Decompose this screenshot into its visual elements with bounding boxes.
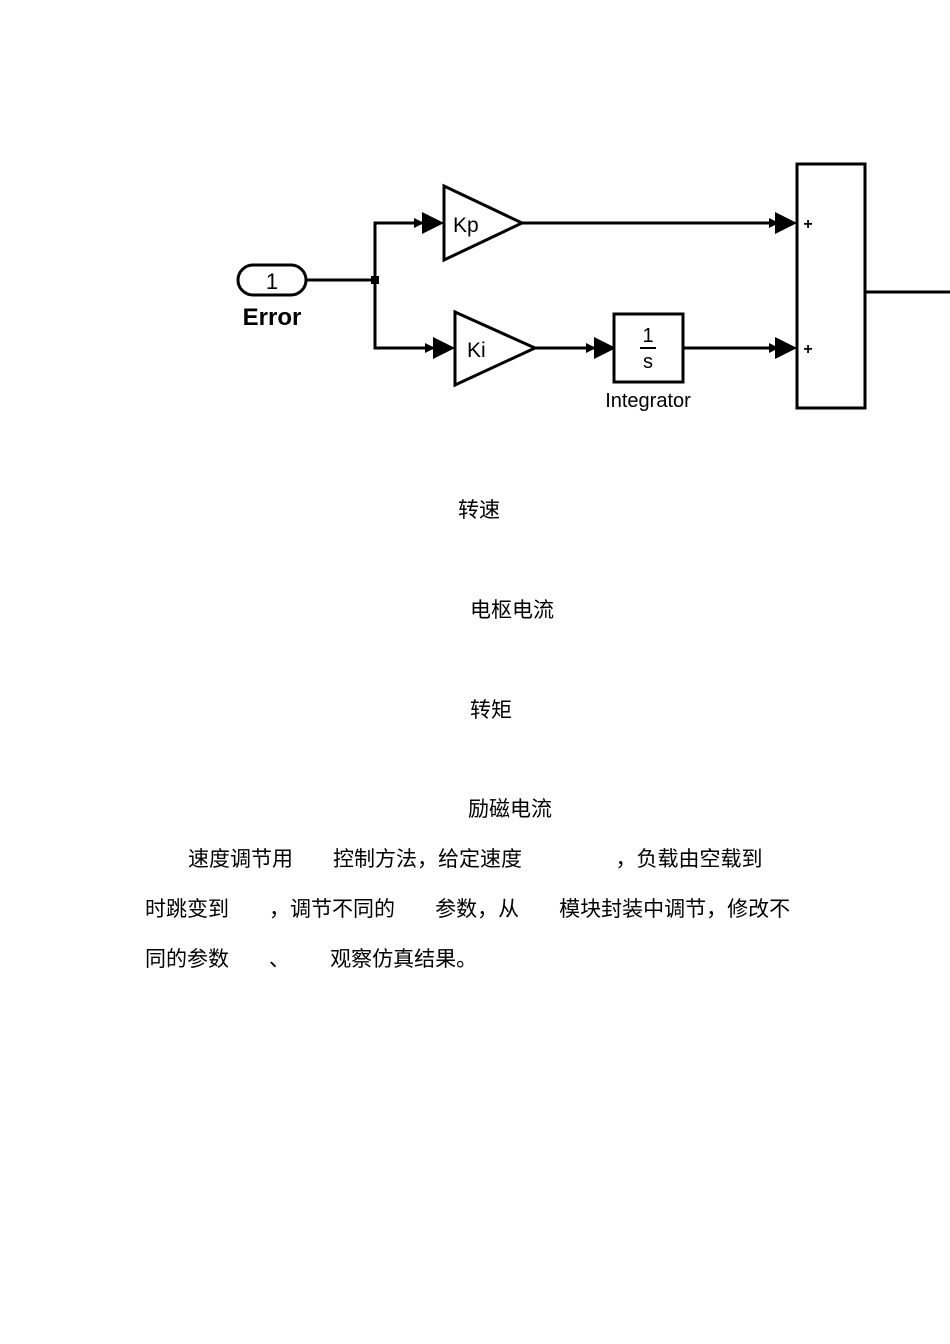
integrator-block[interactable]: 1 s Integrator — [605, 312, 691, 412]
sum-block[interactable]: + + — [795, 162, 867, 410]
inport-number: 1 — [266, 269, 278, 294]
gain-kp-label: Kp — [453, 214, 479, 237]
gain-kp-block[interactable]: Kp — [442, 183, 526, 263]
sum-sign-1: + — [803, 216, 812, 233]
paragraph-line-3: 同的参数 、 观察仿真结果。 — [145, 947, 478, 971]
inport-label: Error — [243, 304, 302, 331]
integrator-label: Integrator — [605, 390, 691, 412]
caption-armature-current: 电枢电流 — [470, 598, 554, 622]
paragraph-line-1: 速度调节用 控制方法，给定速度 ，负载由空载到 — [188, 847, 763, 871]
caption-speed: 转速 — [458, 498, 500, 522]
signal-lines — [306, 218, 950, 353]
integrator-denominator: s — [643, 351, 653, 373]
caption-torque: 转矩 — [470, 698, 512, 722]
inport-block[interactable]: 1 Error — [236, 263, 308, 331]
pi-controller-block-diagram: 1 Error Kp Ki 1 s Integrator — [236, 162, 950, 412]
sum-sign-2: + — [803, 341, 812, 358]
gain-ki-block[interactable]: Ki — [453, 309, 539, 388]
branch-to-kp — [373, 218, 424, 280]
branch-point — [371, 276, 379, 284]
caption-field-current: 励磁电流 — [468, 797, 552, 821]
branch-to-ki — [373, 280, 435, 353]
integrator-numerator: 1 — [642, 325, 653, 347]
gain-ki-label: Ki — [467, 339, 486, 362]
paragraph-line-2: 时跳变到 ，调节不同的 参数，从 模块封装中调节，修改不 — [145, 897, 791, 921]
arrowheads — [422, 212, 797, 359]
